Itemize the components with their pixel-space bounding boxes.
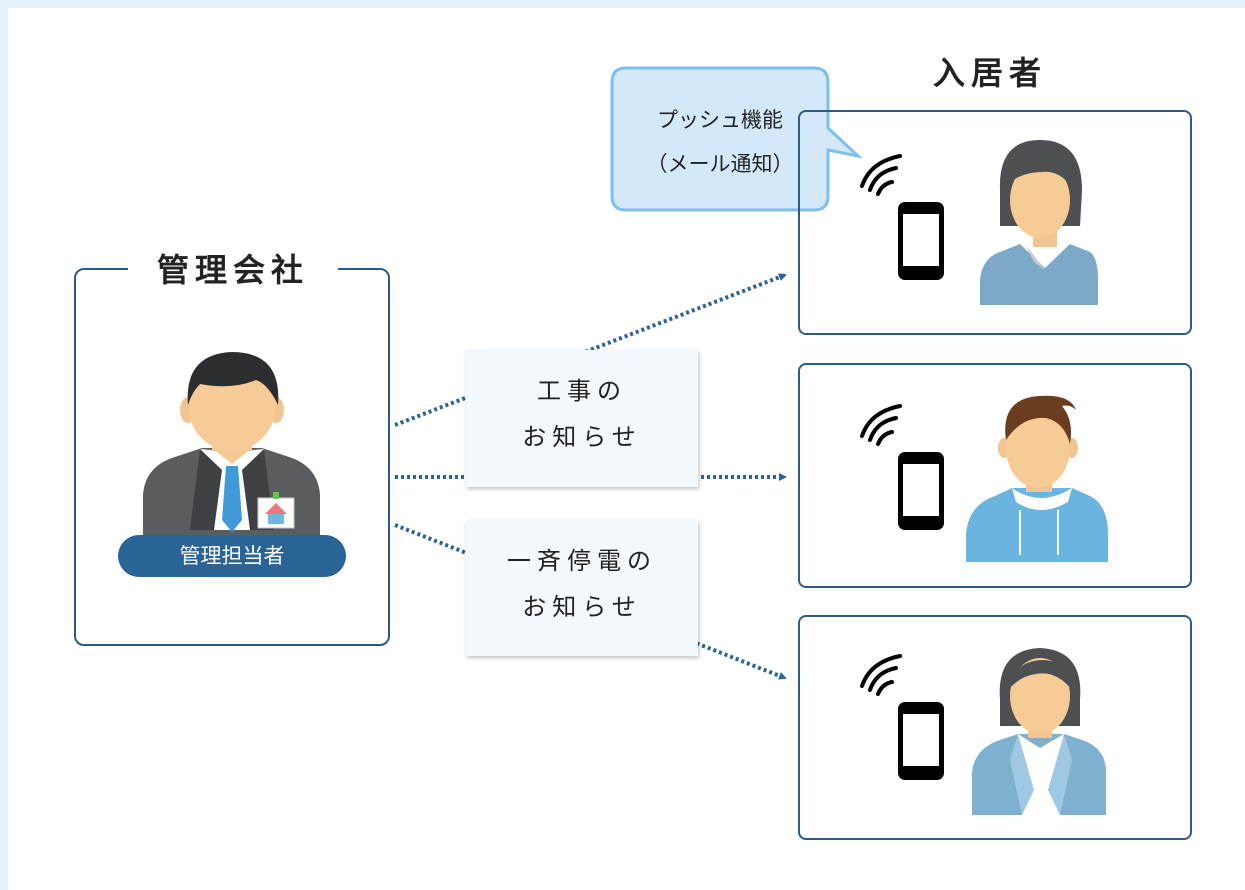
resident-2-wifi-signal-icon [860, 404, 902, 446]
residents-title: 入居者 [932, 54, 1047, 92]
resident-3-wifi-signal-icon [860, 654, 902, 696]
arrow-to-resident-1 [394, 273, 787, 427]
manager-person-icon [143, 352, 320, 535]
message-card-construction: 工事の お知らせ [466, 350, 698, 487]
message-line-1: 一斉停電の [507, 547, 657, 575]
resident-3-person-icon [972, 648, 1106, 815]
resident-3-phone-icon [898, 702, 944, 780]
message-card-power-outage: 一斉停電の お知らせ [466, 520, 698, 656]
resident-1-phone-icon [898, 202, 944, 280]
arrow-to-resident-3 [394, 523, 787, 680]
bubble-line-2: （メール通知） [646, 152, 794, 176]
staff-label-badge: 管理担当者 [118, 535, 346, 577]
message-line-2: お知らせ [522, 423, 642, 451]
bubble-line-1: プッシュ機能 [657, 108, 783, 132]
resident-1-wifi-signal-icon [860, 154, 902, 196]
resident-box-3 [798, 615, 1192, 840]
resident-box-1 [798, 110, 1192, 335]
resident-2-person-icon [966, 395, 1108, 562]
message-line-2: お知らせ [522, 593, 642, 621]
company-title: 管理会社 [128, 248, 338, 292]
resident-1-person-icon [980, 140, 1098, 305]
resident-box-2 [798, 363, 1192, 588]
push-bubble [610, 66, 863, 212]
resident-2-phone-icon [898, 452, 944, 530]
message-line-1: 工事の [537, 377, 627, 405]
company-box [74, 268, 390, 646]
push-bubble-text: プッシュ機能 （メール通知） [612, 98, 828, 186]
